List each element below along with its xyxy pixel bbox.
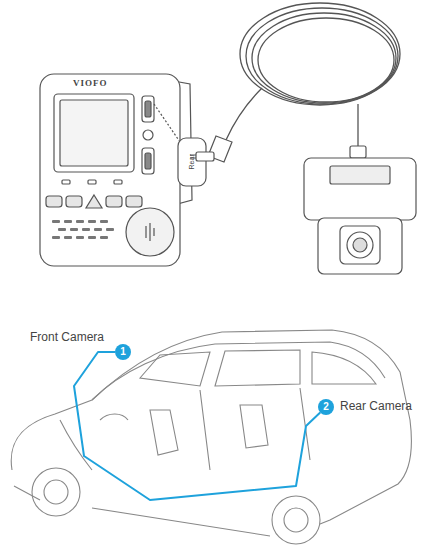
indicator: [114, 180, 122, 184]
callout-number: 1: [120, 347, 126, 357]
button: [46, 196, 62, 207]
front-camera-body: [40, 74, 180, 266]
car-outline: [11, 330, 411, 544]
screen-glass: [60, 100, 128, 166]
port-zoom: [178, 138, 206, 186]
cable-coil: [226, 3, 400, 150]
rear-camera: [304, 146, 416, 274]
camera-screen: [54, 94, 134, 172]
indicator: [88, 180, 96, 184]
brand-text: VIOFO: [73, 79, 108, 89]
cable-plug: [190, 136, 232, 162]
speaker: [126, 208, 174, 256]
port-label: Rear: [188, 154, 196, 169]
part-label: Front Camera: [30, 331, 104, 344]
button: [126, 196, 142, 207]
port-slot: [145, 153, 151, 169]
callout-circle: 1: [115, 344, 131, 360]
button: [66, 196, 82, 207]
rear-port: [142, 96, 154, 122]
button: [106, 196, 122, 207]
callout-number: 2: [323, 402, 329, 412]
emergency-button: [86, 195, 102, 208]
jack: [143, 130, 153, 140]
part-label: Rear Camera: [340, 400, 412, 413]
speaker-icon: [146, 223, 154, 241]
callout-circle: 2: [318, 399, 334, 415]
usb-port: [142, 148, 154, 174]
port-slot: [145, 101, 151, 117]
vent: [52, 220, 114, 239]
cable-route: [74, 352, 320, 500]
indicator: [62, 180, 70, 184]
zoom-leader: [154, 104, 180, 142]
